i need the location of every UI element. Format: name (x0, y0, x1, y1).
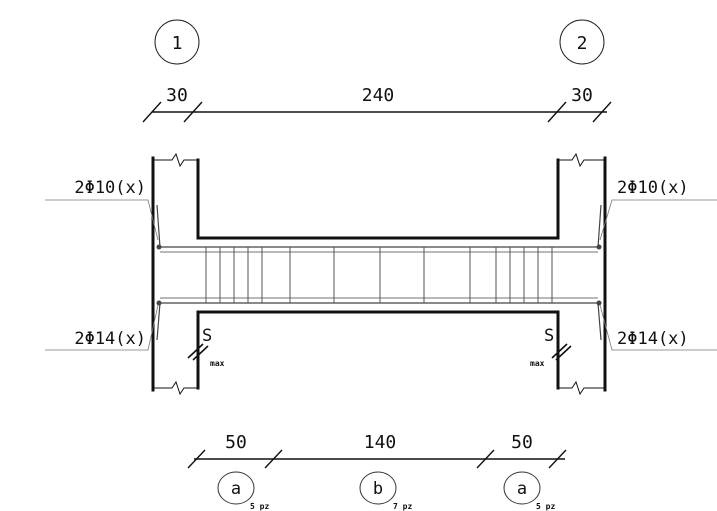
zone-label-a-right: a 5 pz (503, 471, 555, 511)
dimension-zone-a-left: 50 (225, 432, 247, 453)
callout-text: 2Φ14(x) (617, 329, 689, 349)
zone-count: 5 pz (250, 502, 269, 511)
rebar-callout-top-left: 2Φ10(x) (45, 178, 159, 241)
top-longitudinal-bar (156, 204, 602, 248)
axis-label-2: 2 (577, 33, 588, 54)
dimension-tick (548, 449, 567, 469)
zone-count: 7 pz (393, 502, 412, 511)
bottom-dimension-chain: 50 140 50 (187, 432, 567, 469)
dimension-tick (592, 101, 612, 123)
bottom-longitudinal-bar (156, 302, 602, 341)
rebar-callout-top-right: 2Φ10(x) (599, 178, 717, 241)
zone-letter: a (517, 479, 527, 499)
dimension-tick (264, 449, 283, 469)
zone-letter: a (231, 479, 241, 499)
spacing-symbol: S (544, 326, 554, 346)
zone-label-a-left: a 5 pz (217, 471, 269, 511)
dimension-tick (476, 449, 495, 469)
spacing-symbol: S (202, 326, 212, 346)
dimension-left-support: 30 (166, 85, 188, 106)
dimension-span: 240 (362, 85, 395, 106)
dimension-right-support: 30 (571, 85, 593, 106)
rebar-callout-bottom-right: 2Φ14(x) (599, 304, 717, 351)
axis-marker-2: 2 (559, 19, 605, 65)
concrete-outline (151, 152, 607, 396)
top-dimension-chain: 30 240 30 (142, 85, 612, 123)
dimension-tick (547, 101, 567, 123)
dimension-tick (187, 449, 206, 469)
callout-text: 2Φ14(x) (74, 329, 146, 349)
dimension-tick (183, 101, 203, 123)
longitudinal-bars (156, 204, 602, 341)
spacing-subscript: max (530, 359, 545, 368)
callout-text: 2Φ10(x) (74, 178, 146, 198)
axis-marker-1: 1 (154, 19, 200, 65)
spacing-subscript: max (210, 359, 225, 368)
rebar-callout-bottom-left: 2Φ14(x) (45, 304, 159, 351)
zone-letter: b (373, 479, 383, 499)
callout-text: 2Φ10(x) (617, 178, 689, 198)
zone-count: 5 pz (536, 502, 555, 511)
spacing-mark-left: S max (187, 326, 225, 368)
dimension-zone-b: 140 (364, 432, 397, 453)
stirrups (205, 247, 553, 303)
spacing-mark-right: S max (530, 326, 572, 368)
axis-label-1: 1 (172, 33, 183, 54)
zone-label-b: b 7 pz (359, 471, 412, 511)
dimension-tick (142, 101, 162, 123)
dimension-zone-a-right: 50 (511, 432, 533, 453)
